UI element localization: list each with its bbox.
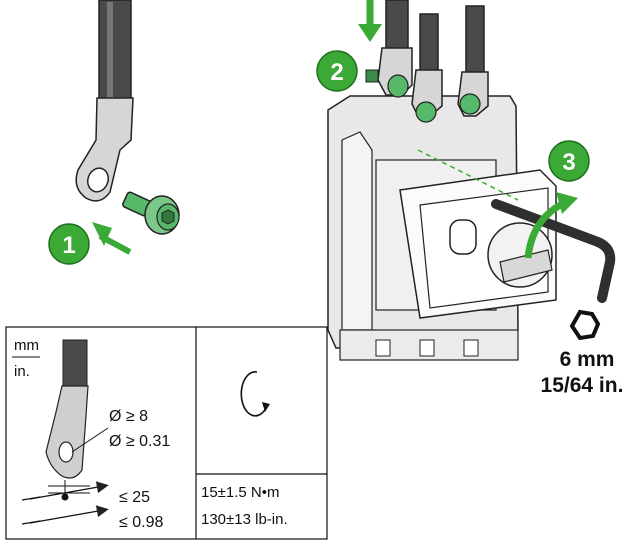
- length-in: ≤ 0.98: [119, 514, 163, 531]
- hex-key: [491, 199, 616, 303]
- insert-arrow-head: [92, 222, 112, 246]
- torque-nm: 15±1.5 N•m: [201, 484, 280, 501]
- diameter-in: Ø ≥ 0.31: [109, 433, 170, 450]
- length-mm: ≤ 25: [119, 489, 150, 506]
- hex-key-size-in: 15/64 in.: [541, 374, 624, 397]
- cable: [98, 0, 132, 101]
- diameter-mm: Ø ≥ 8: [109, 408, 148, 425]
- step-3-number: 3: [562, 149, 575, 176]
- cable-lug-assembly: [75, 0, 134, 202]
- spec-table: mm in. Ø ≥ 8 Ø ≥ 0.31 ≤ 25 ≤ 0.98 15±1.5…: [5, 326, 328, 540]
- table-lug: [45, 385, 89, 479]
- terminal-cables: [365, 0, 489, 123]
- table-cable: [62, 339, 88, 389]
- hexagon-icon: [569, 309, 601, 341]
- screw-washer: [122, 191, 180, 235]
- step-1-badge: 1: [48, 223, 90, 265]
- hex-key-size-mm: 6 mm: [560, 348, 615, 371]
- step-1-number: 1: [62, 232, 75, 259]
- unit-in-label: in.: [14, 363, 30, 380]
- torque-lbin: 130±13 lb-in.: [201, 511, 288, 528]
- rotate-clockwise-icon: [240, 371, 270, 417]
- step-2-number: 2: [330, 59, 343, 86]
- rotate-arrow-head: [556, 192, 578, 214]
- down-arrow-head: [358, 24, 382, 42]
- circuit-breaker: [327, 95, 557, 361]
- step-2-badge: 2: [316, 50, 358, 92]
- step-3-badge: 3: [548, 140, 590, 182]
- unit-mm-label: mm: [14, 337, 39, 354]
